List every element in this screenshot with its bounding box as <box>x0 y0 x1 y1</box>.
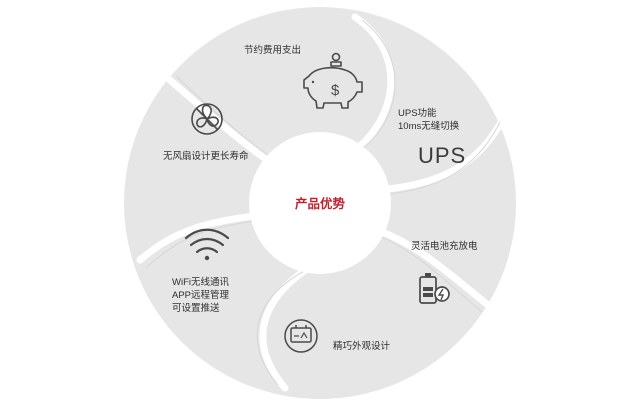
segment-label-cost: 节约费用支出 <box>244 45 302 56</box>
battery-device-icon <box>284 319 318 353</box>
center-label: 产品优势 <box>294 197 345 211</box>
segment-label-fanless: 无风扇设计更长寿命 <box>163 151 249 162</box>
segment-label-ups: UPS功能 10ms无缝切换 <box>398 108 460 132</box>
ups-icon: UPS <box>418 143 467 168</box>
piggy-bank-icon: $ <box>303 52 363 109</box>
separator-1 <box>351 13 395 154</box>
segment-label-design: 精巧外观设计 <box>333 341 391 352</box>
center-disc <box>249 132 391 274</box>
wifi-icon <box>184 228 230 261</box>
no-fan-icon <box>191 103 223 135</box>
separator-3 <box>368 224 492 309</box>
separator-6 <box>166 76 274 166</box>
segment-edges <box>145 19 501 386</box>
svg-text:$: $ <box>331 82 340 99</box>
battery-charge-icon <box>419 273 450 304</box>
segment-label-wifi: WiFi无线通讯 APP远程管理 可设置推送 <box>172 277 230 314</box>
segment-label-power: 灵活电池充放电 <box>411 241 478 252</box>
separator-5 <box>136 211 266 264</box>
